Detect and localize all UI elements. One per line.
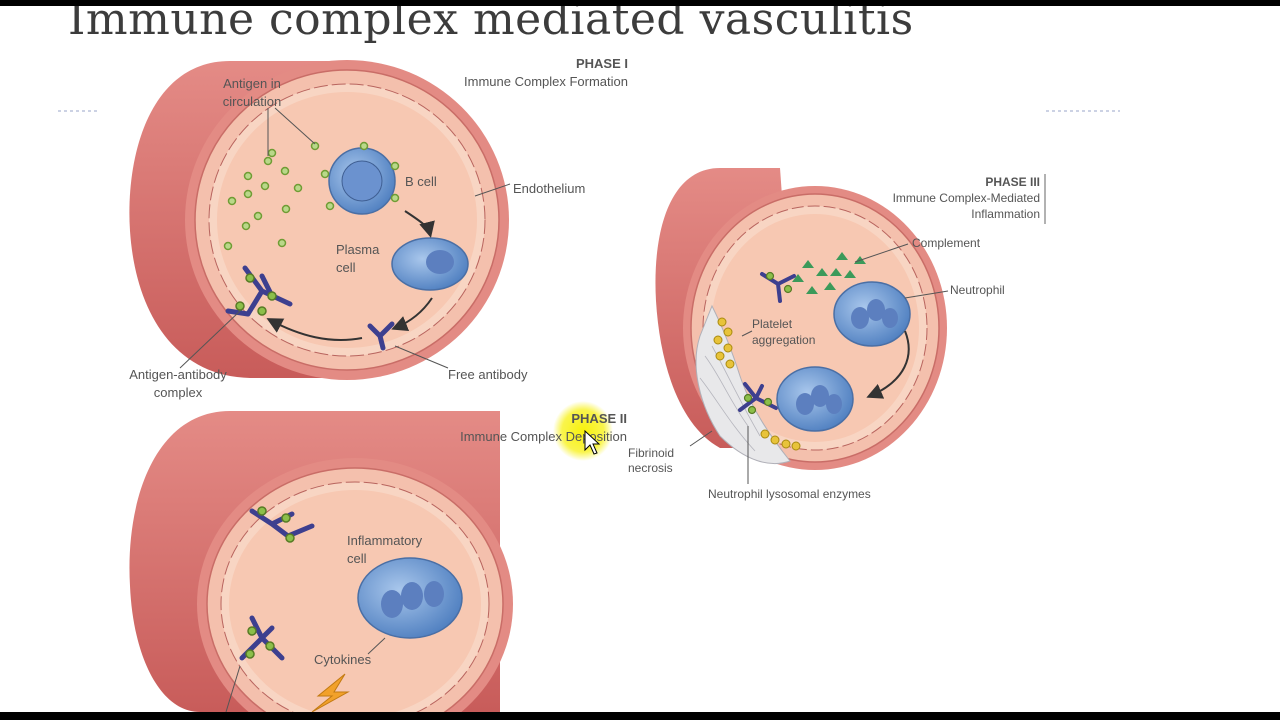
phase1-subheading: Immune Complex Formation [464, 74, 628, 89]
phase3-subheading-1: Immune Complex-Mediated [893, 191, 1040, 205]
phase2-lumen [229, 490, 481, 712]
phase2-complex-leader [225, 665, 241, 712]
plasma-label-2: cell [336, 260, 356, 275]
phase1-antigens [223, 141, 320, 251]
platelet-aggregation [713, 317, 801, 451]
phase1-immune-complex [225, 265, 293, 317]
neutrophil-label: Neutrophil [950, 283, 1005, 297]
b-cell-label: B cell [405, 174, 437, 189]
lysosomal-label: Neutrophil lysosomal enzymes [708, 487, 871, 501]
neutrophil-upper [833, 281, 911, 347]
inflammatory-label-2: cell [347, 551, 367, 566]
phase3-immune-complex-bottom [738, 382, 778, 415]
phase3-heading: PHASE III [985, 175, 1040, 189]
phase3-immune-complex-top [760, 271, 796, 303]
phase2-subheading: Immune Complex Deposition [460, 429, 627, 444]
complex-label-2: complex [154, 385, 203, 400]
complex-label-1: Antigen-antibody [129, 367, 227, 382]
vasculitis-diagram: PHASE I Immune Complex Formation Antigen… [58, 56, 1120, 712]
plasma-cell [391, 237, 469, 291]
neutrophil-lower [776, 366, 854, 432]
inflammatory-label-1: Inflammatory [347, 533, 423, 548]
cytokines-bolt-icon [311, 673, 350, 712]
phase1-heading: PHASE I [576, 56, 628, 71]
cytokines-label: Cytokines [314, 652, 372, 667]
phase3-subheading-2: Inflammation [971, 207, 1040, 221]
phase1-lumen [217, 92, 477, 348]
fibrinoid-necrosis-area [695, 304, 791, 464]
complement-label: Complement [912, 236, 981, 250]
antigen-label-1: Antigen in [223, 76, 281, 91]
slide-title: Immune complex mediated vasculitis [68, 6, 914, 45]
phase1-vessel [129, 60, 509, 380]
phase3-leaders [689, 243, 949, 484]
b-cell [320, 141, 400, 215]
arrow-neutrophil-migration [866, 330, 910, 399]
slide: Immune complex mediated vasculitis [0, 6, 1280, 712]
phase2-heading: PHASE II [571, 411, 627, 426]
plasma-label-1: Plasma [336, 242, 380, 257]
complement-triangles [792, 252, 866, 294]
arrow-plasma-to-antibody [391, 297, 433, 331]
cursor-highlight [553, 401, 613, 461]
phase1-leaders [179, 107, 511, 369]
phase2-immune-complex-bottom [239, 615, 285, 661]
fibrinoid-label-1: Fibrinoid [628, 446, 674, 460]
arrow-b-to-plasma [404, 210, 435, 238]
free-antibody-label: Free antibody [448, 367, 528, 382]
platelet-label-1: Platelet [752, 317, 793, 331]
inflammatory-cell [357, 557, 463, 639]
free-antibody [367, 321, 395, 351]
cytokines-leader [367, 637, 386, 655]
arrow-antibody-to-complex [266, 318, 363, 341]
platelet-label-2: aggregation [752, 333, 815, 347]
mouse-cursor-icon [584, 429, 601, 455]
endothelium-label: Endothelium [513, 181, 585, 196]
antigen-label-2: circulation [223, 94, 282, 109]
phase2-immune-complex-top [249, 506, 315, 543]
fibrinoid-label-2: necrosis [628, 461, 673, 475]
